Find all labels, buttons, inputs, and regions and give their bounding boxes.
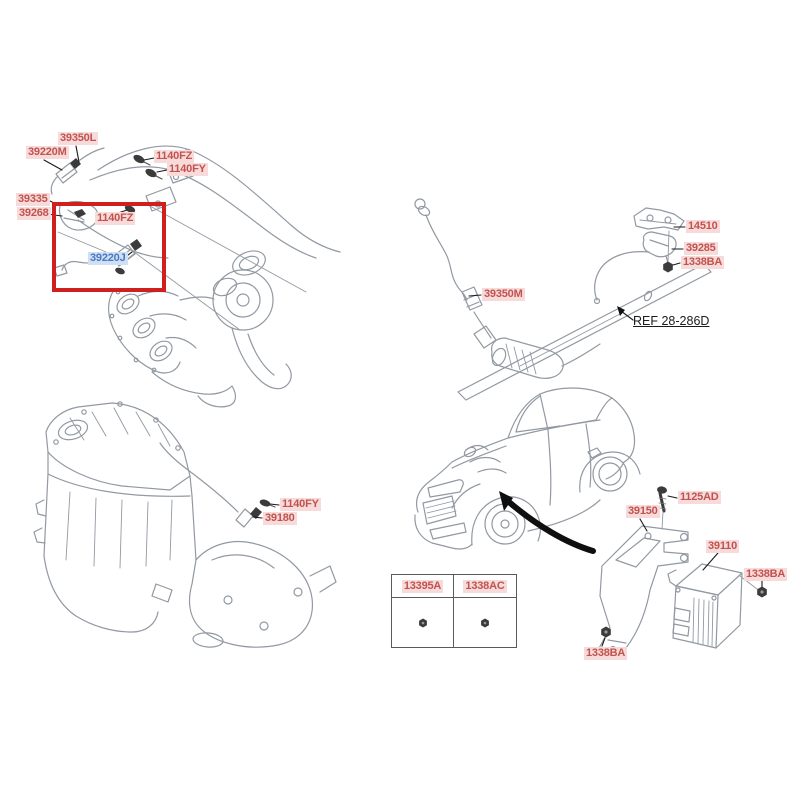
part-label-14510[interactable]: 14510 (686, 220, 720, 233)
part-label-39335[interactable]: 39335 (16, 193, 50, 206)
part-label-39110[interactable]: 39110 (706, 540, 739, 553)
table-body-cell (454, 598, 516, 647)
location-arrow (499, 491, 596, 554)
part-label-1140fz[interactable]: 1140FZ (154, 150, 195, 163)
part-label-1338ba[interactable]: 1338BA (584, 647, 628, 660)
part-label-1140fy[interactable]: 1140FY (280, 498, 321, 511)
part-label-39220m[interactable]: 39220M (26, 146, 69, 159)
ecu-drawing (667, 563, 758, 649)
oxygen-sensor-drawing (414, 198, 492, 339)
table-body-cell (392, 598, 454, 647)
part-label-39285[interactable]: 39285 (684, 242, 718, 255)
parts-table: 13395A 1338AC (391, 574, 517, 648)
table-header-cell: 13395A (392, 575, 454, 598)
part-label-39350l[interactable]: 39350L (58, 132, 99, 145)
fastener-drawings (601, 486, 767, 638)
part-label-39150[interactable]: 39150 (626, 505, 660, 518)
part-label-1140fz[interactable]: 1140FZ (95, 212, 136, 225)
engine-block-drawing (33, 401, 337, 648)
part-label-39268[interactable]: 39268 (17, 207, 51, 220)
nut-icon (481, 618, 489, 627)
nut-icon (418, 618, 427, 627)
part-label-1338ac[interactable]: 1338AC (463, 579, 507, 593)
part-label-ref-28-286d[interactable]: REF 28-286D (633, 314, 710, 328)
part-label-13395a[interactable]: 13395A (401, 579, 444, 593)
part-label-39180[interactable]: 39180 (263, 512, 297, 525)
front-exhaust-pipe-drawing (457, 207, 712, 401)
part-label-1338ba[interactable]: 1338BA (681, 256, 725, 269)
vehicle-outline-drawing (414, 387, 641, 550)
part-label-39220j[interactable]: 39220J (88, 252, 128, 265)
ecu-bracket-drawing (597, 525, 689, 658)
exhaust-manifold-drawing (108, 250, 292, 408)
part-label-1338ba[interactable]: 1338BA (744, 568, 788, 581)
highlight-box (52, 202, 166, 292)
part-label-1125ad[interactable]: 1125AD (678, 491, 721, 504)
table-header-cell: 1338AC (454, 575, 516, 598)
part-label-39350m[interactable]: 39350M (482, 288, 525, 301)
part-label-1140fy[interactable]: 1140FY (167, 163, 208, 176)
